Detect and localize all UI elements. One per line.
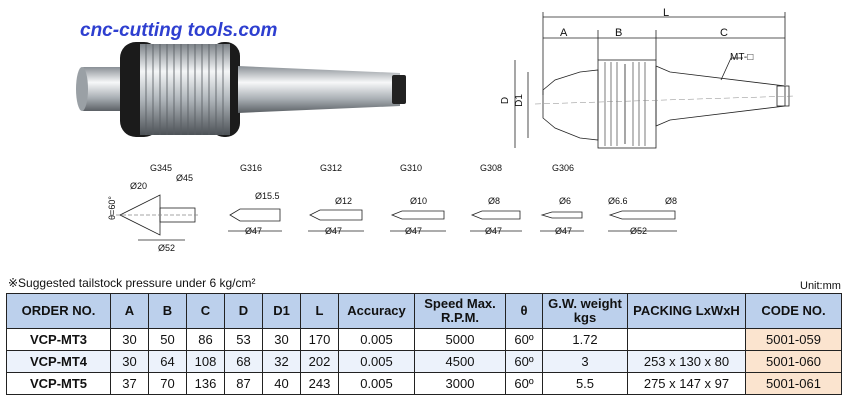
cell bbox=[627, 328, 746, 351]
table-row: VCP-MT5 37 70 136 87 40 243 0.005 3000 6… bbox=[6, 372, 842, 395]
dim-label-d: D bbox=[500, 96, 512, 105]
tip-dim: Ø15.5 bbox=[255, 191, 280, 201]
col-header: L bbox=[300, 293, 339, 329]
tip-dim: Ø47 bbox=[325, 226, 343, 236]
cell: 0.005 bbox=[338, 350, 415, 373]
cell: 5001-061 bbox=[745, 372, 842, 395]
cell: 50 bbox=[148, 328, 187, 351]
col-header: C bbox=[186, 293, 225, 329]
cell: 275 x 147 x 97 bbox=[627, 372, 746, 395]
cell: 60º bbox=[505, 372, 543, 395]
dimension-drawing bbox=[514, 12, 796, 149]
dim-label-b: B bbox=[615, 27, 623, 39]
unit-label: Unit:mm bbox=[800, 280, 841, 292]
cell: 243 bbox=[300, 372, 339, 395]
col-header: θ bbox=[505, 293, 543, 329]
taper-label: MT-□ bbox=[730, 52, 754, 63]
col-header: G.W. weight kgs bbox=[542, 293, 628, 329]
tip-dim: Ø20 bbox=[130, 181, 148, 191]
cell: 5001-059 bbox=[745, 328, 842, 351]
col-header: D1 bbox=[262, 293, 301, 329]
tip-dim: Ø6 bbox=[559, 196, 572, 206]
tip-code-g345: G345 bbox=[150, 163, 173, 173]
tip-dim: Ø45 bbox=[176, 173, 194, 183]
cell: 1.72 bbox=[542, 328, 628, 351]
table-row: VCP-MT4 30 64 108 68 32 202 0.005 4500 6… bbox=[6, 350, 842, 373]
cell: 3000 bbox=[414, 372, 506, 395]
col-header: B bbox=[148, 293, 187, 329]
col-header: ORDER NO. bbox=[6, 293, 111, 329]
cell: 86 bbox=[186, 328, 225, 351]
dim-label-l: L bbox=[663, 7, 670, 19]
cell: 40 bbox=[262, 372, 301, 395]
tip-dim: Ø6.6 bbox=[608, 196, 628, 206]
col-header: A bbox=[110, 293, 149, 329]
cell: 70 bbox=[148, 372, 187, 395]
col-header: CODE NO. bbox=[745, 293, 842, 329]
dim-label-a: A bbox=[560, 27, 568, 39]
cell: 4500 bbox=[414, 350, 506, 373]
cell: 0.005 bbox=[338, 328, 415, 351]
tip-dim: Ø47 bbox=[245, 226, 263, 236]
cell: 136 bbox=[186, 372, 225, 395]
dim-label-d1: D1 bbox=[513, 94, 525, 107]
col-header: D bbox=[224, 293, 263, 329]
tip-drawings bbox=[110, 194, 677, 241]
cell: 60º bbox=[505, 350, 543, 373]
cell: 170 bbox=[300, 328, 339, 351]
cell: 32 bbox=[262, 350, 301, 373]
tip-dim: Ø52 bbox=[630, 226, 648, 236]
dim-label-c: C bbox=[720, 27, 728, 39]
tip-dim: Ø12 bbox=[335, 196, 353, 206]
cell: 5.5 bbox=[542, 372, 628, 395]
cell: VCP-MT4 bbox=[6, 350, 111, 373]
tip-code-g306: G306 bbox=[552, 163, 575, 173]
tip-dim: Ø10 bbox=[410, 196, 428, 206]
cell: 202 bbox=[300, 350, 339, 373]
spec-table: ORDER NO. A B C D D1 L Accuracy Speed Ma… bbox=[6, 293, 842, 395]
cell: 68 bbox=[224, 350, 263, 373]
cell: 64 bbox=[148, 350, 187, 373]
tip-code-g310: G310 bbox=[400, 163, 423, 173]
tip-code-g312: G312 bbox=[320, 163, 343, 173]
product-photo bbox=[76, 42, 406, 137]
cell: 60º bbox=[505, 328, 543, 351]
cell: 5001-060 bbox=[745, 350, 842, 373]
cell: 30 bbox=[110, 328, 149, 351]
tip-dim: Ø8 bbox=[665, 196, 678, 206]
brand-watermark: cnc-cutting tools.com bbox=[80, 20, 278, 41]
tip-code-g308: G308 bbox=[480, 163, 503, 173]
cell: 253 x 130 x 80 bbox=[627, 350, 746, 373]
tip-dim: Ø47 bbox=[405, 226, 423, 236]
cell: 30 bbox=[262, 328, 301, 351]
cell: 30 bbox=[110, 350, 149, 373]
col-header: PACKING LxWxH bbox=[627, 293, 746, 329]
cell: VCP-MT5 bbox=[6, 372, 111, 395]
cell: 5000 bbox=[414, 328, 506, 351]
cell: 0.005 bbox=[338, 372, 415, 395]
tip-dim: Ø8 bbox=[488, 196, 501, 206]
cell: 87 bbox=[224, 372, 263, 395]
table-header-row: ORDER NO. A B C D D1 L Accuracy Speed Ma… bbox=[6, 293, 842, 329]
tip-dim: Ø47 bbox=[555, 226, 573, 236]
col-header: Speed Max. R.P.M. bbox=[414, 293, 506, 329]
col-header: Accuracy bbox=[338, 293, 415, 329]
table-row: VCP-MT3 30 50 86 53 30 170 0.005 5000 60… bbox=[6, 328, 842, 351]
cell: 108 bbox=[186, 350, 225, 373]
cell: VCP-MT3 bbox=[6, 328, 111, 351]
cell: 3 bbox=[542, 350, 628, 373]
cell: 53 bbox=[224, 328, 263, 351]
tip-dim: Ø47 bbox=[485, 226, 503, 236]
tip-code-g316: G316 bbox=[240, 163, 263, 173]
cell: 37 bbox=[110, 372, 149, 395]
pressure-note: ※Suggested tailstock pressure under 6 kg… bbox=[8, 276, 256, 290]
tip-dim: θ=60° bbox=[106, 196, 117, 220]
tip-dim: Ø52 bbox=[158, 243, 176, 253]
